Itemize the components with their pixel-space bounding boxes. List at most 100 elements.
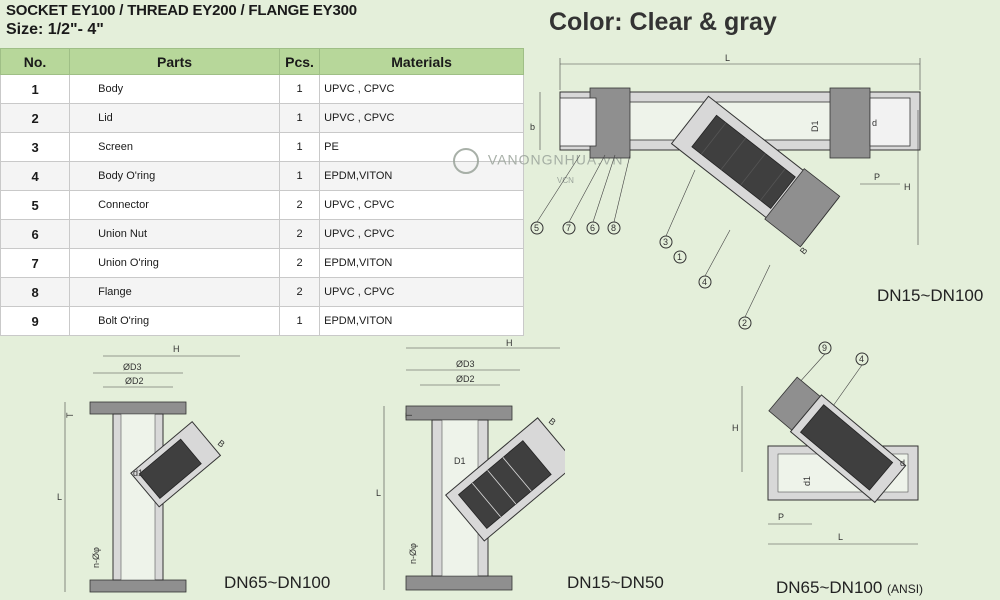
table-row: 6 Union Nut 2 UPVC , CPVC: [0, 219, 524, 249]
cell-no: 5: [0, 190, 71, 220]
cell-pcs: 1: [278, 74, 321, 104]
callout-3: 3: [659, 235, 673, 249]
caption-flange-large: DN65~DN100: [224, 573, 331, 592]
cell-material: UPVC , CPVC: [319, 277, 524, 307]
dim-d1-label: D1: [454, 456, 466, 466]
cell-part: Body: [69, 74, 280, 104]
product-title: SOCKET EY100 / THREAD EY200 / FLANGE EY3…: [6, 2, 357, 19]
dim-h-label: H: [732, 423, 739, 433]
cell-part: Screen: [69, 132, 280, 162]
cell-no: 6: [0, 219, 71, 249]
callout-5: 5: [530, 221, 544, 235]
dim-p-label: P: [874, 172, 880, 182]
dim-l-label: L: [376, 488, 381, 498]
cell-no: 9: [0, 306, 71, 336]
cell-material: EPDM,VITON: [319, 248, 524, 278]
dim-t-label: T: [404, 412, 414, 418]
dim-l-label: L: [838, 532, 843, 542]
svg-text:8: 8: [611, 223, 616, 233]
callout-8: 8: [607, 221, 621, 235]
table-row: 5 Connector 2 UPVC , CPVC: [0, 190, 524, 220]
dim-h-label: H: [173, 344, 180, 354]
col-header-materials: Materials: [319, 48, 524, 75]
cell-material: EPDM,VITON: [319, 161, 524, 191]
dim-n-label: n-Øφ: [408, 543, 418, 564]
cell-material: UPVC , CPVC: [319, 219, 524, 249]
table-row: 4 Body O'ring 1 EPDM,VITON: [0, 161, 524, 191]
dim-t-label: T: [65, 412, 75, 418]
callout-4: 4: [855, 352, 869, 366]
flange-small-svg: H ØD3 ØD2 T L D1 B n-Øφ: [376, 338, 565, 591]
union-strainer-drawing: L D1 d P H B b 5 7 6 8 3: [520, 50, 998, 340]
svg-text:4: 4: [702, 277, 707, 287]
dim-d-label: d: [872, 118, 877, 128]
color-note: Color: Clear & gray: [549, 8, 777, 36]
svg-text:7: 7: [566, 223, 571, 233]
callout-1: 1: [673, 250, 687, 264]
dim-l-label: L: [57, 492, 62, 502]
cell-pcs: 1: [278, 306, 321, 336]
table-row: 2 Lid 1 UPVC , CPVC: [0, 103, 524, 133]
cell-pcs: 2: [278, 248, 321, 278]
union-strainer-svg: L D1 d P H B b 5 7 6 8 3: [530, 53, 921, 330]
dim-n-label: n-Øφ: [91, 547, 101, 568]
table-row: 1 Body 1 UPVC , CPVC: [0, 74, 524, 104]
cell-material: UPVC , CPVC: [319, 74, 524, 104]
cell-pcs: 1: [278, 132, 321, 162]
cell-no: 8: [0, 277, 71, 307]
watermark-sub: VCN: [557, 176, 574, 185]
svg-text:5: 5: [534, 223, 539, 233]
table-row: 3 Screen 1 PE: [0, 132, 524, 162]
dim-d1-label: d1: [133, 468, 143, 478]
cell-no: 4: [0, 161, 71, 191]
dim-d-label: d: [900, 458, 905, 468]
dim-h-label: H: [904, 182, 911, 192]
dim-d2-label: ØD2: [125, 376, 144, 386]
callout-2: 2: [738, 316, 752, 330]
dim-p-label: P: [778, 512, 784, 522]
flange-small-drawing: H ØD3 ØD2 T L D1 B n-Øφ: [370, 338, 565, 596]
cell-part: Lid: [69, 103, 280, 133]
svg-text:2: 2: [742, 318, 747, 328]
table-row: 7 Union O'ring 2 EPDM,VITON: [0, 248, 524, 278]
caption-ansi: DN65~DN100 (ANSI): [776, 578, 923, 598]
cell-part: Flange: [69, 277, 280, 307]
dim-b-label: B: [547, 416, 558, 428]
cell-part: Union Nut: [69, 219, 280, 249]
flange-large-drawing: H ØD3 ØD2 T L d1 B n-Øφ: [55, 340, 245, 598]
watermark-text: VANONGNHUA.VN: [487, 151, 624, 168]
cell-material: UPVC , CPVC: [319, 103, 524, 133]
svg-text:3: 3: [663, 237, 668, 247]
parts-table: No. Parts Pcs. Materials 1 Body 1 UPVC ,…: [0, 48, 524, 336]
cell-no: 3: [0, 132, 71, 162]
table-row: 8 Flange 2 UPVC , CPVC: [0, 277, 524, 307]
callout-7: 7: [562, 221, 576, 235]
dim-d3-label: ØD3: [123, 362, 142, 372]
col-header-pcs: Pcs.: [278, 48, 321, 75]
svg-text:4: 4: [859, 354, 864, 364]
dim-d1-label: d1: [802, 476, 812, 486]
dim-l-label: L: [725, 53, 730, 63]
caption-union: DN15~DN100: [877, 286, 984, 305]
cell-no: 7: [0, 248, 71, 278]
header: SOCKET EY100 / THREAD EY200 / FLANGE EY3…: [6, 2, 357, 40]
caption-ansi-suffix: (ANSI): [887, 582, 924, 596]
size-range: Size: 1/2"- 4": [6, 21, 104, 38]
table-header-row: No. Parts Pcs. Materials: [0, 48, 524, 75]
cell-part: Body O'ring: [69, 161, 280, 191]
cell-pcs: 1: [278, 103, 321, 133]
cell-material: EPDM,VITON: [319, 306, 524, 336]
col-header-parts: Parts: [69, 48, 280, 75]
col-header-no: No.: [0, 48, 71, 75]
caption-flange-small: DN15~DN50: [567, 573, 664, 592]
callout-6: 6: [586, 221, 600, 235]
dim-d3-label: ØD3: [456, 359, 475, 369]
svg-text:1: 1: [677, 252, 682, 262]
callout-9: 9: [818, 341, 832, 355]
dim-b-label: B: [798, 245, 810, 256]
watermark-logo-icon: [453, 148, 479, 174]
ansi-strainer-svg: 9 4 H d1 d P L: [732, 341, 919, 545]
dim-h-label: H: [506, 338, 513, 348]
table-row: 9 Bolt O'ring 1 EPDM,VITON: [0, 306, 524, 336]
cell-pcs: 2: [278, 190, 321, 220]
